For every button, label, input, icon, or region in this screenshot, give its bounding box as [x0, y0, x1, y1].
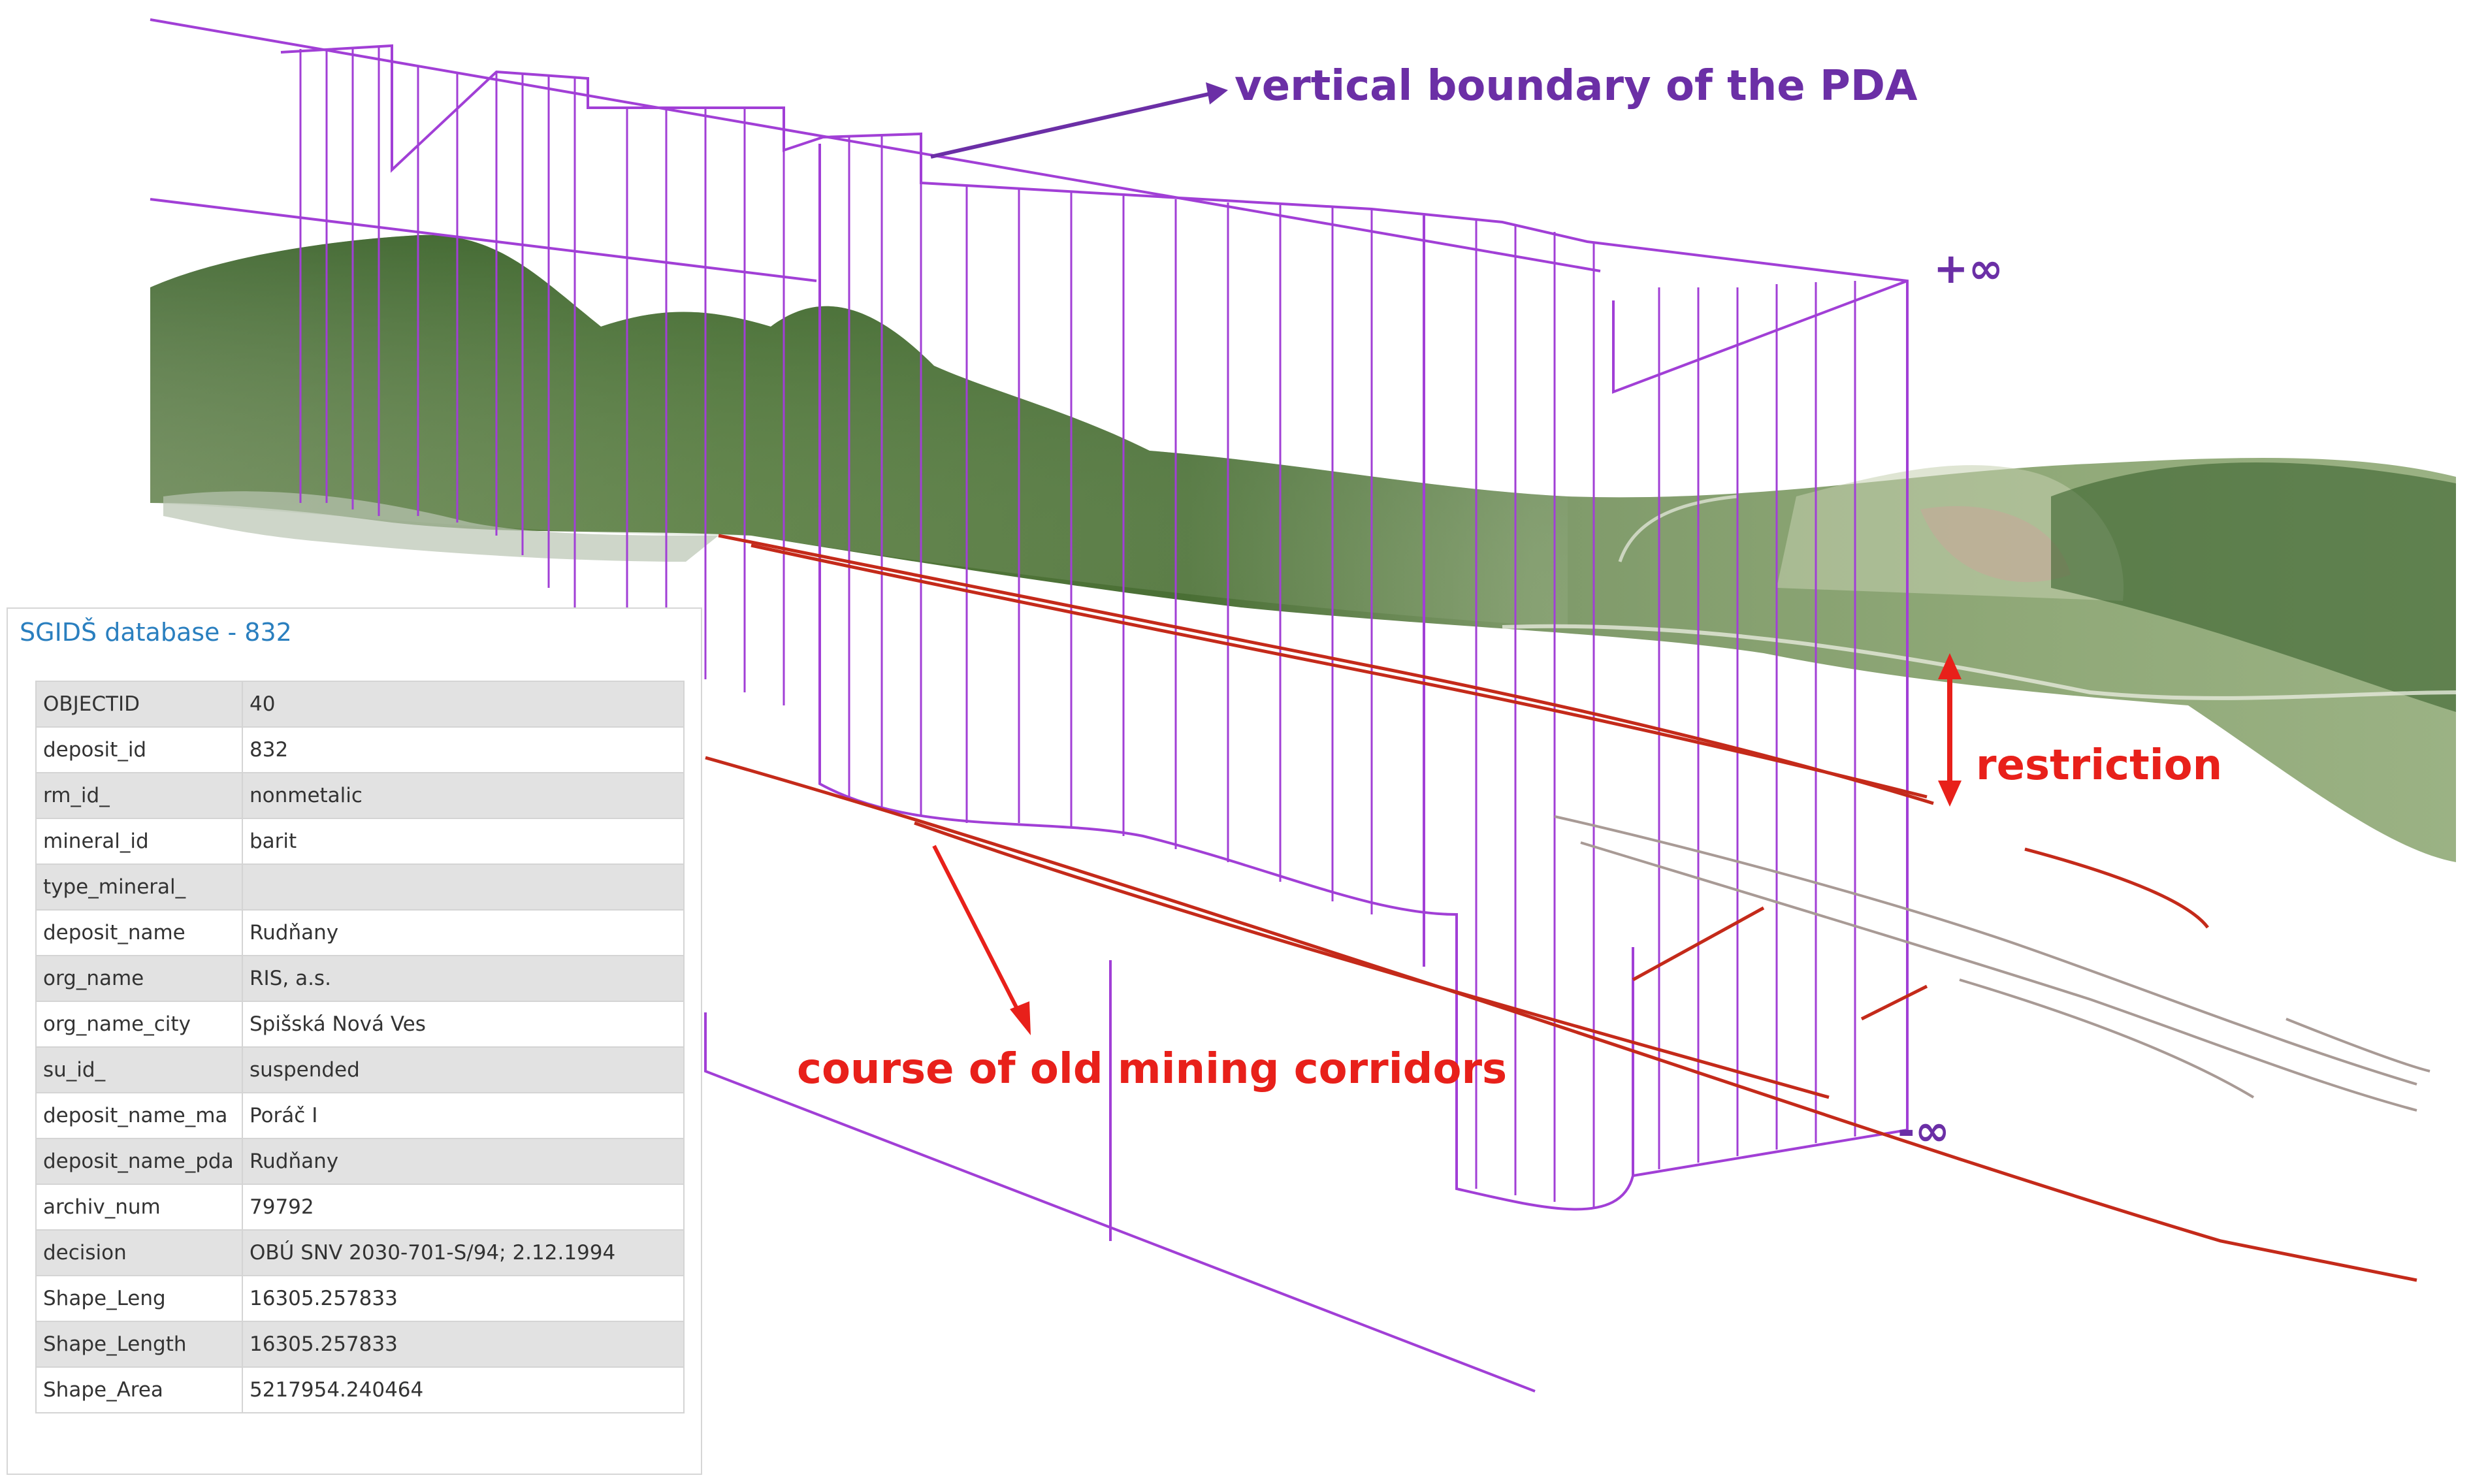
attribute-value: Spišská Nová Ves — [242, 1001, 685, 1048]
attribute-key: rm_id_ — [35, 772, 243, 819]
attribute-key: deposit_name — [35, 909, 243, 956]
attribute-key: type_mineral_ — [35, 863, 243, 911]
attribute-key: decision — [35, 1229, 243, 1276]
mining-corridors-grey — [1554, 815, 2431, 1112]
attribute-key: deposit_name_ma — [35, 1092, 243, 1139]
attribute-key: OBJECTID — [35, 681, 243, 728]
attribute-value: 40 — [242, 681, 685, 728]
attribute-key: mineral_id — [35, 818, 243, 865]
attribute-value: 79792 — [242, 1184, 685, 1231]
attribute-value: Rudňany — [242, 1138, 685, 1185]
mining-corridors-label: course of old mining corridors — [797, 1045, 1508, 1093]
attribute-key: archiv_num — [35, 1184, 243, 1231]
attribute-value: nonmetalic — [242, 772, 685, 819]
attribute-value — [242, 863, 685, 911]
attribute-value: Rudňany — [242, 909, 685, 956]
attribute-key: deposit_id — [35, 726, 243, 773]
mining-corridors — [705, 534, 2417, 1282]
table-row: su_id_suspended — [35, 1046, 685, 1093]
attribute-key: deposit_name_pda — [35, 1138, 243, 1185]
terrain-surface — [150, 234, 2457, 862]
attribute-value: RIS, a.s. — [242, 955, 685, 1002]
attribute-value: suspended — [242, 1046, 685, 1093]
annotation-arrows — [930, 82, 1962, 1035]
attribute-key: org_name — [35, 955, 243, 1002]
vertical-boundary-label: vertical boundary of the PDA — [1235, 62, 1918, 110]
attribute-key: org_name_city — [35, 1001, 243, 1048]
attribute-key: Shape_Area — [35, 1366, 243, 1413]
attribute-value: OBÚ SNV 2030-701-S/94; 2.12.1994 — [242, 1229, 685, 1276]
attribute-value: Poráč I — [242, 1092, 685, 1139]
attribute-value: 832 — [242, 726, 685, 773]
plus-infinity-label: +∞ — [1933, 245, 2003, 293]
attribute-value: 16305.257833 — [242, 1275, 685, 1322]
pda-boundary — [150, 18, 1909, 1393]
attribute-value: 5217954.240464 — [242, 1366, 685, 1413]
attribute-value: 16305.257833 — [242, 1321, 685, 1368]
table-row: rm_id_nonmetalic — [35, 772, 685, 819]
popup-title: SGIDŠ database - 832 — [20, 618, 292, 647]
attribute-value: barit — [242, 818, 685, 865]
minus-infinity-label: -∞ — [1898, 1107, 1950, 1155]
restriction-label: restriction — [1976, 741, 2223, 790]
attribute-key: su_id_ — [35, 1046, 243, 1093]
table-row: type_mineral_ — [35, 863, 685, 911]
attribute-key: Shape_Leng — [35, 1275, 243, 1322]
attribute-key: Shape_Length — [35, 1321, 243, 1368]
